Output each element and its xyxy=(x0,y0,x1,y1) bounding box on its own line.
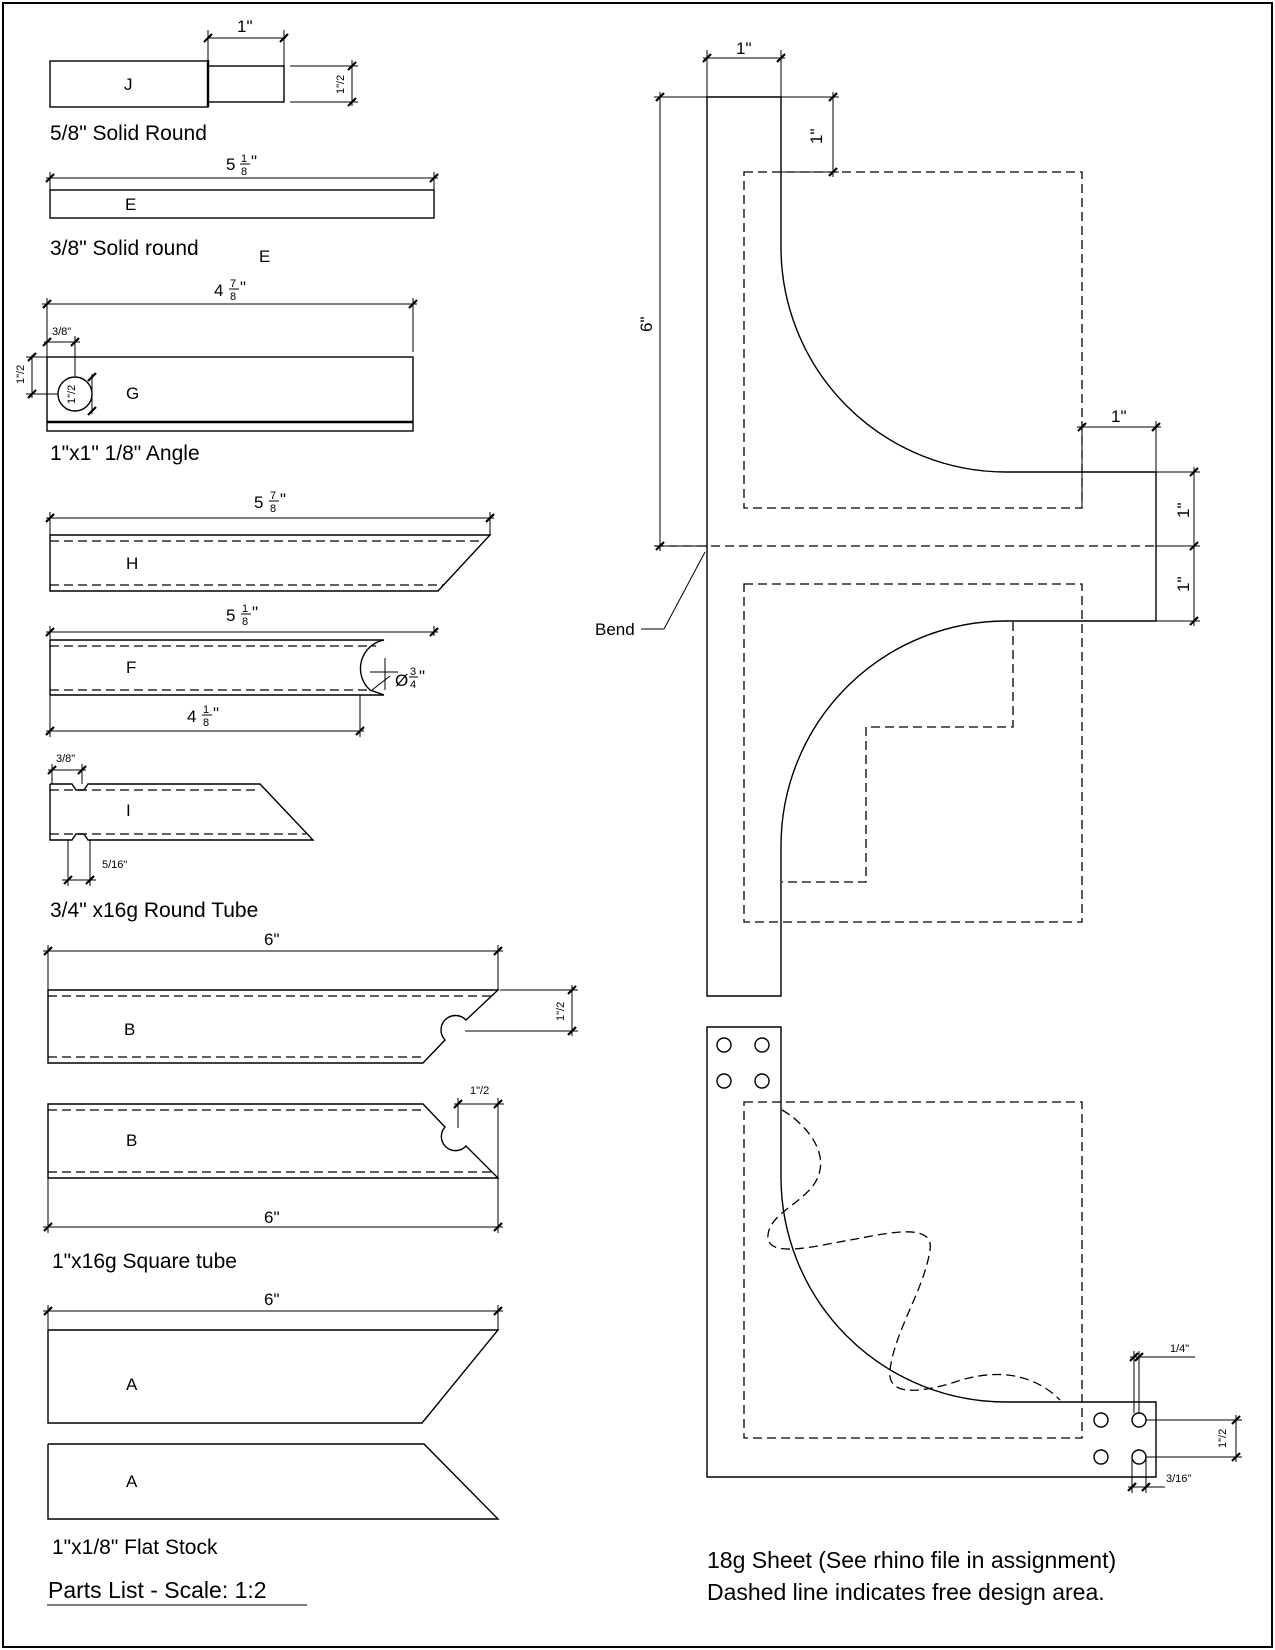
sheet-part-lower: 1/4" 1"/2 3/16" xyxy=(706,1026,1242,1493)
part-i-letter: I xyxy=(126,801,131,820)
part-h-dim-num: 7 xyxy=(270,490,276,502)
part-b-lower-dim-len: 6" xyxy=(264,1208,280,1227)
part-g-letter: G xyxy=(126,384,139,403)
part-a-upper-dim-len: 6" xyxy=(264,1290,280,1309)
svg-text:": " xyxy=(251,152,257,171)
part-f-dim-inner-num: 1 xyxy=(203,704,209,716)
part-e-dim-den: 8 xyxy=(241,166,247,178)
sheet-dim-tab-width: 1" xyxy=(1111,407,1127,426)
part-f-dim-dia-sym: Ø xyxy=(395,671,408,690)
part-b-upper-dim-len: 6" xyxy=(264,930,280,949)
sheet-dim-hole-vertical: 1"/2 xyxy=(1217,1429,1229,1448)
part-g-dim-den: 8 xyxy=(230,291,236,303)
part-f-dim-whole: 5 xyxy=(226,606,235,625)
part-i-dim-slot: 5/16" xyxy=(102,859,127,871)
part-e-dim-num: 1 xyxy=(241,153,247,165)
part-g-caption: 1"x1" 1/8" Angle xyxy=(50,442,200,465)
part-b-lower-dim-notch: 1"/2 xyxy=(470,1085,489,1097)
part-h: H 5 7 8 " xyxy=(45,490,495,592)
part-f-dim-num: 1 xyxy=(242,603,248,615)
part-b-upper: B 6" 1"/2 xyxy=(43,930,578,1064)
part-f-dim-dia-num: 3 xyxy=(410,666,416,678)
sheet-part-upper: 1" 1" 6" 1" 1" 1" Bend xyxy=(595,39,1200,997)
parts-list-title: Parts List - Scale: 1:2 xyxy=(48,1577,267,1603)
part-a-lower-letter: A xyxy=(126,1472,138,1491)
part-e: E 5 1 8 " 3/8" Solid round E xyxy=(45,152,439,266)
sheet-dim-top-width: 1" xyxy=(736,39,752,58)
svg-text:": " xyxy=(280,490,286,509)
part-b-lower: B 1"/2 6" 1"x16g Square tube xyxy=(43,1085,504,1273)
part-f-dim-inner-den: 8 xyxy=(203,717,209,729)
part-e-dim-whole: 5 xyxy=(226,155,235,174)
part-b-lower-caption: 1"x16g Square tube xyxy=(52,1250,237,1273)
part-a-lower-caption: 1"x1/8" Flat Stock xyxy=(52,1536,218,1559)
svg-text:": " xyxy=(252,603,258,622)
hole-icon xyxy=(1093,1412,1109,1428)
part-a-upper-letter: A xyxy=(126,1375,138,1394)
part-h-letter: H xyxy=(126,554,138,573)
part-e-stray-letter: E xyxy=(259,247,270,266)
part-j-dim-dia: 1"/2 xyxy=(335,75,347,94)
part-a-upper: A 6" xyxy=(43,1290,503,1424)
bend-label: Bend xyxy=(595,620,635,639)
part-g-dim-hole-dia: 1"/2 xyxy=(66,385,78,404)
part-e-letter: E xyxy=(125,195,136,214)
hole-icon xyxy=(754,1073,770,1089)
part-h-dim-whole: 5 xyxy=(254,493,263,512)
part-g-dim-hole-pos: 3/8" xyxy=(52,326,71,338)
part-j-letter: J xyxy=(124,75,133,94)
part-i-dim-notch: 3/8" xyxy=(56,753,75,765)
part-g: G 4 7 8 " 3/8" 1"/2 1"/2 1"x1" 1/8" Angl… xyxy=(15,278,418,465)
part-f-letter: F xyxy=(126,658,136,677)
part-i: I 3/8" 5/16" 3/4" x16g Round Tube xyxy=(47,753,315,922)
svg-text:": " xyxy=(240,278,246,297)
part-f-dim-inner-whole: 4 xyxy=(187,707,196,726)
part-g-dim-hole-edge: 1"/2 xyxy=(15,365,27,384)
part-j: J 1" 1"/2 5/8" Solid Round xyxy=(49,17,358,145)
sheet-dim-tab-upper: 1" xyxy=(1174,503,1193,519)
part-j-caption: 5/8" Solid Round xyxy=(50,122,207,145)
hole-icon xyxy=(1131,1449,1147,1465)
part-b-lower-letter: B xyxy=(126,1131,137,1150)
hole-icon xyxy=(716,1073,732,1089)
part-g-dim-num: 7 xyxy=(230,278,236,290)
part-h-dim-den: 8 xyxy=(270,503,276,515)
part-b-upper-dim-notch: 1"/2 xyxy=(555,1002,567,1021)
hole-icon xyxy=(1093,1449,1109,1465)
sheet-note-line1: 18g Sheet (See rhino file in assignment) xyxy=(707,1547,1116,1573)
part-i-caption: 3/4" x16g Round Tube xyxy=(50,899,258,922)
hole-icon xyxy=(1131,1412,1147,1428)
part-e-caption: 3/8" Solid round xyxy=(50,237,199,260)
sheet-dim-tab-lower: 1" xyxy=(1174,577,1193,593)
part-f-dim-dia-den: 4 xyxy=(410,679,416,691)
sheet-dim-top-offset: 1" xyxy=(807,129,826,145)
sheet-note-line2: Dashed line indicates free design area. xyxy=(707,1579,1105,1605)
part-f: F 5 1 8 " 4 1 8 " Ø 3 4 " xyxy=(45,603,439,737)
svg-text:": " xyxy=(213,704,219,723)
sheet-dim-hole-dia: 3/16" xyxy=(1166,1473,1191,1485)
hole-icon xyxy=(754,1037,770,1053)
sheet-dim-height: 6" xyxy=(637,317,656,333)
part-g-dim-whole: 4 xyxy=(214,281,223,300)
sheet-dim-hole-spacing: 1/4" xyxy=(1170,1343,1189,1355)
part-f-dim-den: 8 xyxy=(242,616,248,628)
hole-icon xyxy=(716,1037,732,1053)
svg-text:": " xyxy=(419,667,425,686)
part-j-dim-length: 1" xyxy=(237,17,253,36)
part-a-lower: A 1"x1/8" Flat Stock xyxy=(47,1443,500,1559)
part-b-upper-letter: B xyxy=(124,1020,135,1039)
